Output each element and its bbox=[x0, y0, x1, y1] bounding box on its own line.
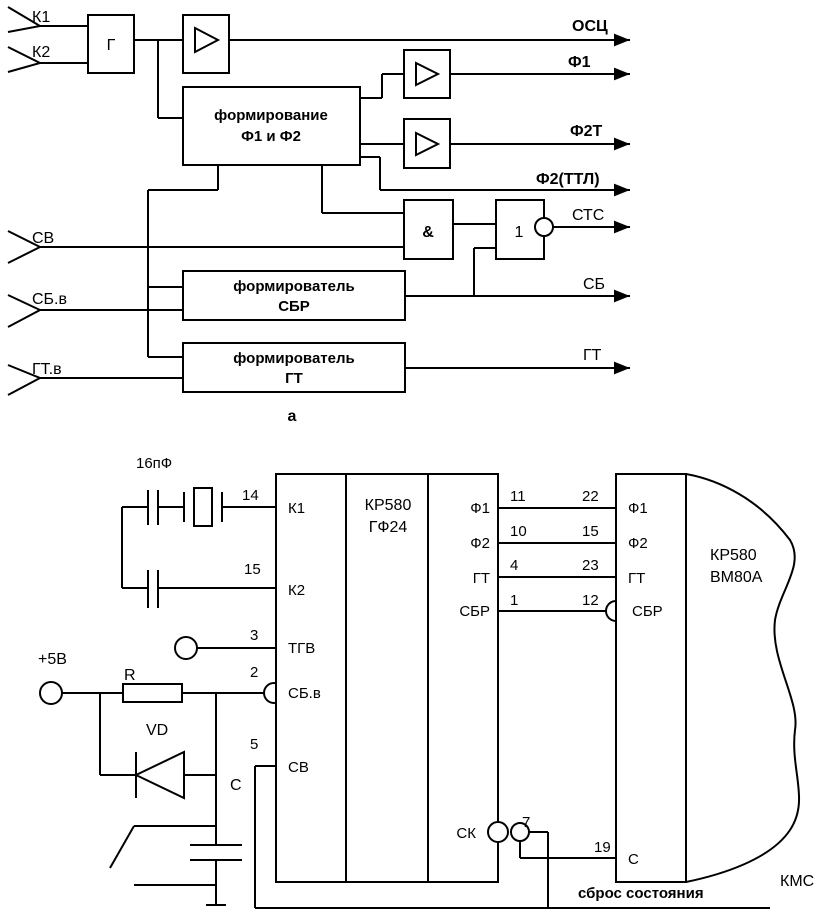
input-k2-label: К2 bbox=[32, 44, 50, 61]
supply-terminal-icon bbox=[39, 681, 63, 705]
output-f2t-label: Ф2Т bbox=[570, 123, 603, 140]
gen-chip-name-line1: КР580 bbox=[365, 497, 412, 514]
cpu-pin-num: 22 bbox=[582, 488, 599, 505]
input-k1-label: К1 bbox=[32, 9, 50, 26]
terminal-icon bbox=[174, 636, 198, 660]
gen-pin-label: ГТ bbox=[473, 570, 490, 587]
cpu-pin-num: 19 bbox=[594, 839, 611, 856]
supply-label: +5В bbox=[38, 651, 67, 668]
reset-status-label: сброс состояния bbox=[578, 885, 704, 902]
diode-label: VD bbox=[146, 722, 168, 739]
gen-chip-ic bbox=[275, 473, 499, 883]
and-gate-block bbox=[403, 199, 454, 260]
inverted-pin-bubble bbox=[487, 821, 509, 843]
cpu-pin-label: ГТ bbox=[628, 570, 645, 587]
gen-pin-label: Ф1 bbox=[470, 500, 490, 517]
cpu-chip-name-line2: ВМ80А bbox=[710, 569, 763, 586]
gt-former-block bbox=[182, 342, 406, 393]
phase-former-line1: формирование bbox=[214, 107, 328, 124]
gt-former-line1: формирователь bbox=[233, 350, 355, 367]
gen-pin-num: 11 bbox=[510, 488, 526, 505]
gen-pin-num: 1 bbox=[510, 592, 518, 609]
sbr-former-line2: СБР bbox=[278, 298, 310, 315]
gen-pin-label: ТГВ bbox=[288, 640, 315, 657]
phase-former-line2: Ф1 и Ф2 bbox=[241, 128, 301, 145]
gen-pin-num: 4 bbox=[510, 557, 518, 574]
cpu-chip-name-line1: КР580 bbox=[710, 547, 757, 564]
capacitor-c-label: С bbox=[230, 777, 242, 794]
phase-former-block bbox=[182, 86, 361, 166]
input-sb-label: СБ.в bbox=[32, 291, 67, 308]
gen-pin-num: 2 bbox=[250, 664, 258, 681]
gen-pin-label: К2 bbox=[288, 582, 305, 599]
output-sb-label: СБ bbox=[583, 276, 605, 293]
generator-block bbox=[87, 14, 135, 74]
cpu-pin-num: 12 bbox=[582, 592, 599, 609]
schematic-b: 16пФ +5В R VD С bbox=[38, 455, 814, 909]
input-chevrons bbox=[7, 6, 43, 396]
cpu-pin-label: С bbox=[628, 851, 639, 868]
cpu-pin-label: Ф1 bbox=[628, 500, 648, 517]
diode-icon bbox=[133, 750, 185, 800]
resistor-label: R bbox=[124, 667, 136, 684]
cpu-pin-num: 23 bbox=[582, 557, 599, 574]
buffer-triangle-icon bbox=[415, 61, 441, 87]
sbr-former-block bbox=[182, 270, 406, 321]
f2t-buffer-block bbox=[403, 118, 451, 169]
cpu-pin-label: СБР bbox=[632, 603, 663, 620]
chip-torn-edge bbox=[685, 473, 801, 883]
input-gt-label: ГТ.в bbox=[32, 361, 62, 378]
generator-label: Г bbox=[107, 37, 116, 54]
gen-pin-num: 3 bbox=[250, 627, 258, 644]
crystal-resonator-icon bbox=[193, 487, 213, 527]
output-f1-label: Ф1 bbox=[568, 54, 591, 71]
gen-pin-num: 15 bbox=[244, 561, 261, 578]
cpu-chip-ic bbox=[615, 473, 687, 883]
gen-pin-label: СБ.в bbox=[288, 685, 321, 702]
capacitor-16pf-label: 16пФ bbox=[136, 455, 172, 472]
f1-buffer-block bbox=[403, 49, 451, 99]
reset-switch-icon bbox=[109, 825, 135, 869]
buffer-triangle-icon bbox=[415, 131, 441, 157]
cpu-pin-label: Ф2 bbox=[628, 535, 648, 552]
caption-a: а bbox=[288, 408, 297, 425]
gen-pin-num: 7 bbox=[522, 814, 530, 831]
output-gt-label: ГТ bbox=[583, 347, 602, 364]
gen-pin-label: СК bbox=[456, 825, 476, 842]
and-gate-label: & bbox=[422, 224, 434, 241]
gen-pin-label: К1 bbox=[288, 500, 305, 517]
gen-pin-label: СБР bbox=[459, 603, 490, 620]
block-diagram-a: К1 К2 СВ СБ.в ГТ.в Г ОСЦ формирование Ф1… bbox=[7, 6, 630, 425]
output-osc-label: ОСЦ bbox=[572, 18, 608, 35]
gen-pin-num: 10 bbox=[510, 523, 527, 540]
output-f2ttl-label: Ф2(ТТЛ) bbox=[536, 171, 600, 188]
buffer-triangle-icon bbox=[194, 26, 221, 54]
input-sv-label: СВ bbox=[32, 230, 54, 247]
sbr-former-line1: формирователь bbox=[233, 278, 355, 295]
gen-chip-name-line2: ГФ24 bbox=[369, 519, 408, 536]
output-stc-label: СТС bbox=[572, 207, 604, 224]
kms-label: КМС bbox=[780, 873, 814, 890]
inverter-bubble-icon bbox=[534, 217, 554, 237]
osc-buffer-block bbox=[182, 14, 230, 74]
resistor-icon bbox=[122, 683, 183, 703]
gt-former-line2: ГТ bbox=[285, 370, 303, 387]
gen-pin-num: 5 bbox=[250, 736, 258, 753]
or-gate-label: 1 bbox=[515, 224, 524, 241]
cpu-pin-num: 15 bbox=[582, 523, 599, 540]
gen-pin-label: СВ bbox=[288, 759, 309, 776]
gen-pin-label: Ф2 bbox=[470, 535, 490, 552]
gen-pin-num: 14 bbox=[242, 487, 259, 504]
